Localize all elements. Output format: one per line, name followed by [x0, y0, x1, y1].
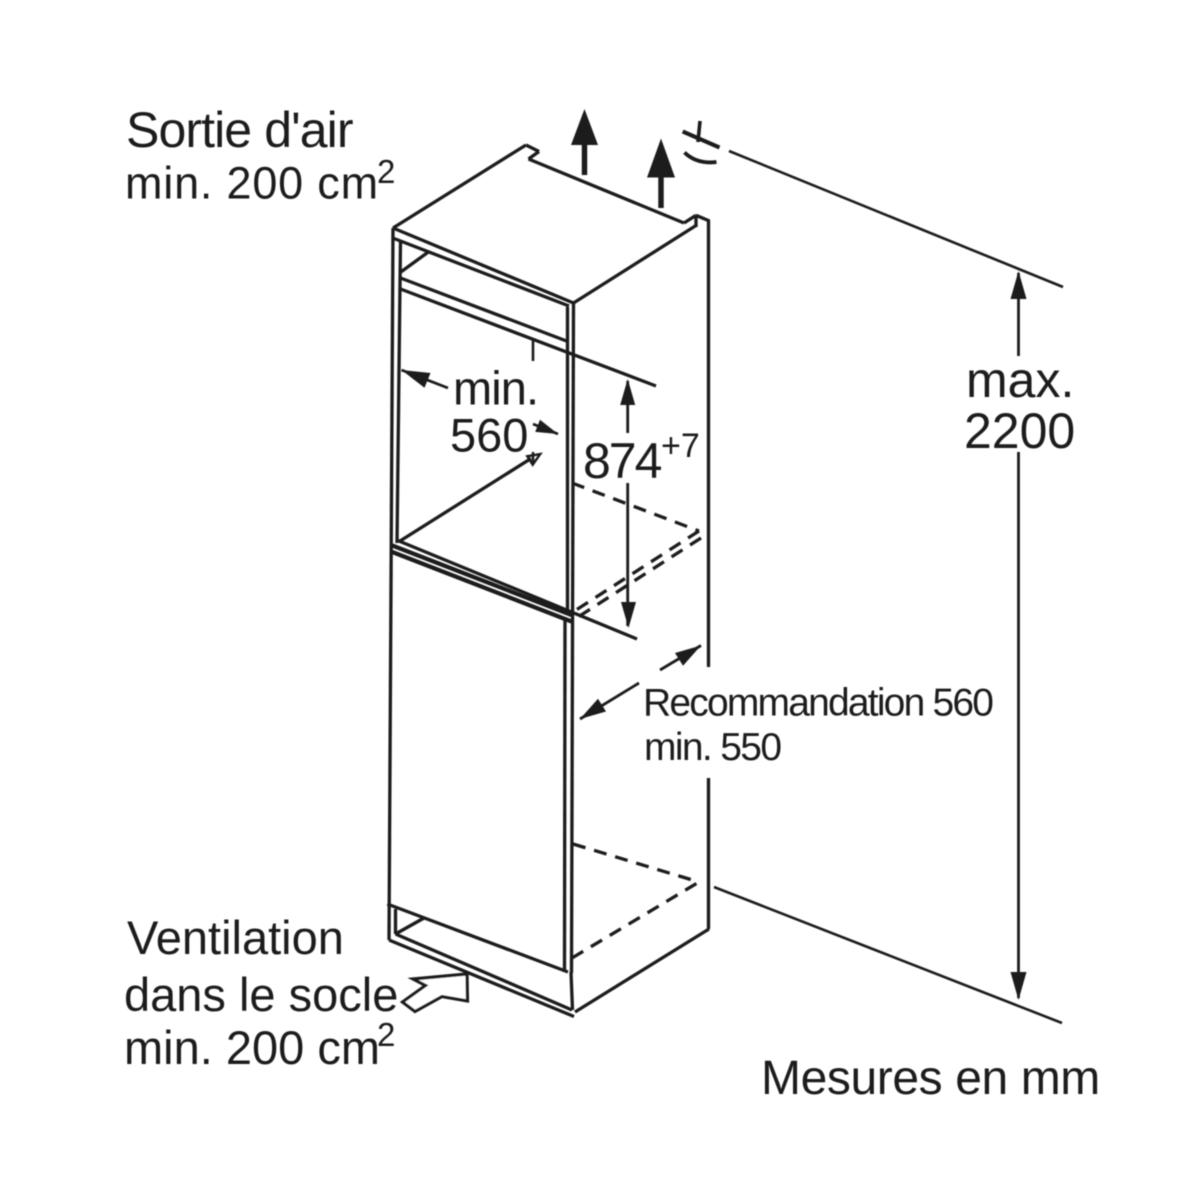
- svg-text:2200: 2200: [964, 403, 1075, 459]
- svg-text:+7: +7: [661, 427, 700, 465]
- svg-text:Mesures en mm: Mesures en mm: [761, 1052, 1100, 1105]
- svg-text:min. 550: min. 550: [644, 726, 781, 769]
- svg-text:Ventilation: Ventilation: [127, 911, 344, 964]
- svg-text:min. 200 cm: min. 200 cm: [124, 1021, 380, 1074]
- svg-text:Recommandation 560: Recommandation 560: [643, 682, 993, 725]
- svg-text:min.: min.: [453, 362, 538, 415]
- svg-text:max.: max.: [966, 352, 1074, 408]
- svg-text:dans le socle: dans le socle: [124, 968, 398, 1021]
- svg-text:874: 874: [583, 433, 662, 489]
- svg-text:2: 2: [377, 153, 395, 190]
- svg-text:Sortie d'air: Sortie d'air: [126, 102, 353, 158]
- svg-text:560: 560: [450, 409, 528, 462]
- svg-text:2: 2: [377, 1016, 395, 1053]
- svg-text:min. 200 cm: min. 200 cm: [125, 158, 379, 209]
